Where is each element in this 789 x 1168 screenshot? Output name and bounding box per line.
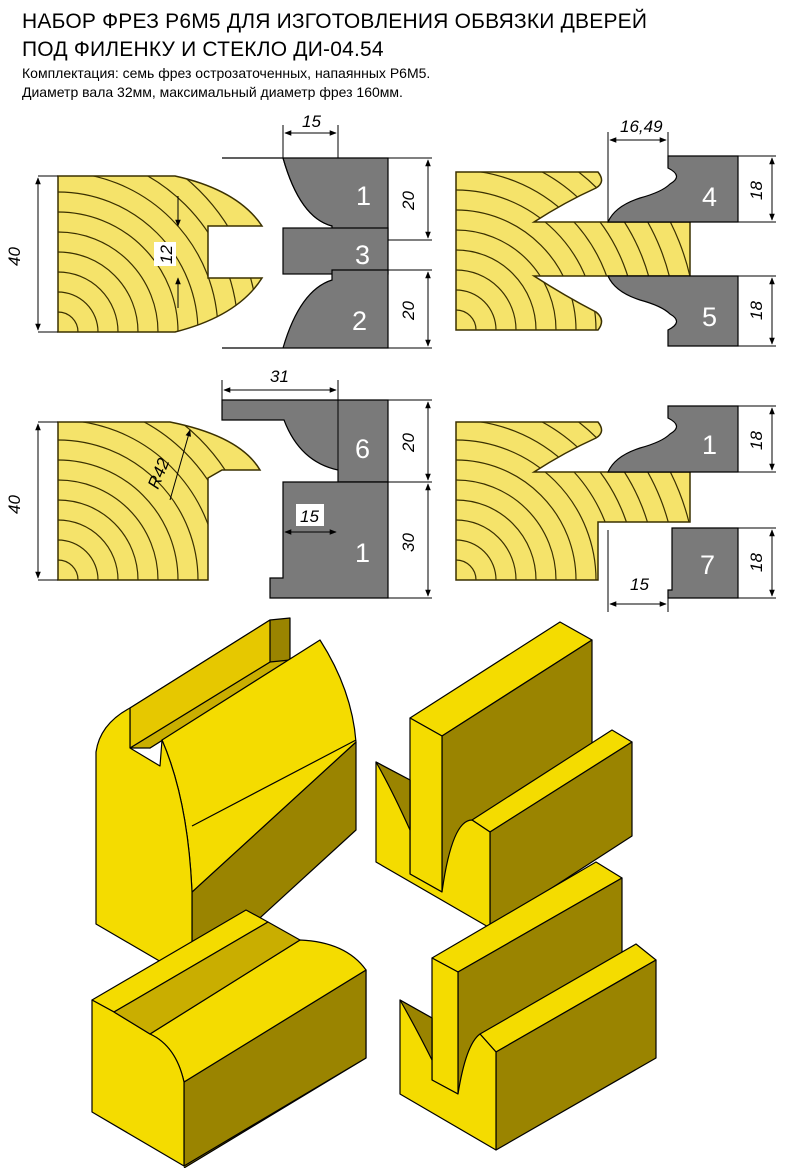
page-subtitle: Комплектация: семь фрез острозаточенных,…	[22, 64, 430, 102]
page-title: НАБОР ФРЕЗ Р6М5 ДЛЯ ИЗГОТОВЛЕНИЯ ОБВЯЗКИ…	[22, 8, 647, 64]
iso-part-bottom-right	[399, 861, 657, 1151]
profile-bottom-right: 1 7 15 18 18	[455, 405, 776, 612]
dim-40-top-left: 40	[5, 247, 24, 266]
cutter-3-top-left	[282, 227, 389, 275]
cutter-number-2-tl: 2	[352, 306, 367, 336]
cutter-number-3-tl: 3	[355, 240, 370, 270]
wood-rail-bottom-right	[455, 421, 691, 581]
cutter-1-bottom-right	[607, 405, 739, 473]
dim-18-cutter-7: 18	[747, 553, 766, 572]
title-line-2: ПОД ФИЛЕНКУ И СТЕКЛО ДИ-04.54	[22, 38, 384, 61]
dim-20-cutter-6: 20	[399, 433, 418, 453]
cutter-4	[607, 155, 739, 223]
dim-12: 12	[157, 245, 176, 264]
dim-18-cutter-4: 18	[747, 181, 766, 200]
cutter-1-bottom-left	[269, 481, 389, 599]
profile-top-left: 1 3 2 40 12 15 20 20	[5, 112, 432, 349]
subtitle-line-1: Комплектация: семь фрез острозаточенных,…	[22, 65, 431, 81]
dim-20-tl-lower: 20	[399, 301, 418, 321]
dim-16-49: 16,49	[620, 117, 663, 136]
cutter-number-7: 7	[700, 550, 715, 580]
cutter-number-6: 6	[355, 434, 370, 464]
title-line-1: НАБОР ФРЕЗ Р6М5 ДЛЯ ИЗГОТОВЛЕНИЯ ОБВЯЗКИ…	[22, 10, 648, 33]
cutter-number-4: 4	[702, 182, 717, 212]
iso-part-bottom-left	[91, 909, 367, 1168]
dim-15-top: 15	[302, 112, 321, 131]
cutter-2-top-left	[222, 269, 389, 349]
wood-rail-bottom-left	[57, 421, 262, 581]
profile-bottom-left: 6 1 R42 40 31 15 20 30	[5, 367, 432, 599]
dim-30: 30	[399, 533, 418, 552]
cutter-number-5: 5	[702, 302, 717, 332]
iso-part-top-left	[95, 617, 357, 981]
cutter-5	[607, 275, 739, 347]
dim-15-inner: 15	[300, 507, 319, 526]
dim-20-tl-upper: 20	[399, 191, 418, 211]
dim-18-cutter-1: 18	[747, 431, 766, 450]
iso-part-top-right	[375, 621, 633, 929]
profile-top-right: 4 5 16,49 18 18	[455, 117, 776, 347]
dim-18-cutter-5: 18	[747, 301, 766, 320]
dim-15-bottom-right: 15	[630, 575, 649, 594]
dim-31: 31	[270, 367, 289, 386]
subtitle-line-2: Диаметр вала 32мм, максимальный диаметр …	[22, 84, 403, 100]
cutter-number-1-br: 1	[702, 430, 717, 460]
cutter-number-1-tl: 1	[356, 181, 371, 211]
cutter-number-1-bl: 1	[355, 538, 370, 568]
dim-40-bottom-left: 40	[5, 495, 24, 514]
